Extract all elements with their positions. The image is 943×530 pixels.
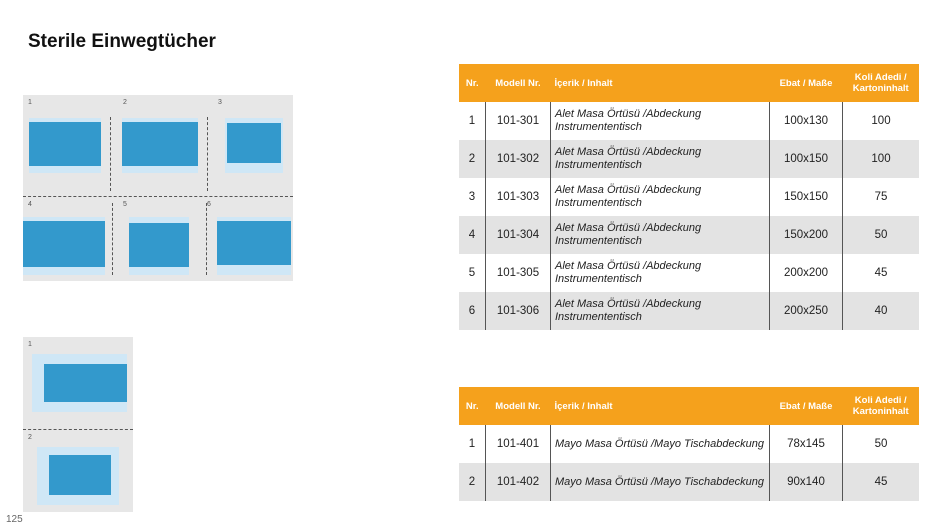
row-qty: 100 <box>842 140 919 178</box>
table-row: 1 101-401 Mayo Masa Örtüsü /Mayo Tischab… <box>459 425 919 463</box>
row-content: Alet Masa Örtüsü /Abdeckung Instrumenten… <box>550 102 770 140</box>
drape-illustration-3 <box>225 118 283 173</box>
panel-label-5: 5 <box>123 201 127 208</box>
row-qty: 50 <box>842 216 919 254</box>
row-size: 150x200 <box>769 216 843 254</box>
page-number: 125 <box>6 514 23 525</box>
row-nr: 6 <box>459 292 486 330</box>
row-size: 100x150 <box>769 140 843 178</box>
row-qty: 45 <box>842 254 919 292</box>
table-header-row: Nr. Modell Nr. İçerik / Inhalt Ebat / Ma… <box>459 64 919 102</box>
row-qty: 40 <box>842 292 919 330</box>
row-content: Alet Masa Örtüsü /Abdeckung Instrumenten… <box>550 178 770 216</box>
header-qty: Koli Adedi / Kartoninhalt <box>842 64 919 102</box>
row-content: Mayo Masa Örtüsü /Mayo Tischabdeckung <box>550 425 770 463</box>
row-qty: 100 <box>842 102 919 140</box>
divider <box>23 196 293 197</box>
drape-illustration-1 <box>29 118 101 173</box>
row-nr: 1 <box>459 425 486 463</box>
table-row: 5 101-305 Alet Masa Örtüsü /Abdeckung In… <box>459 254 919 292</box>
row-model: 101-301 <box>485 102 551 140</box>
panel-label-1: 1 <box>28 99 32 106</box>
row-qty: 50 <box>842 425 919 463</box>
drape-illustration-6 <box>217 217 291 275</box>
panel-label-2: 2 <box>28 434 32 441</box>
row-content: Alet Masa Örtüsü /Abdeckung Instrumenten… <box>550 216 770 254</box>
table-row: 3 101-303 Alet Masa Örtüsü /Abdeckung In… <box>459 178 919 216</box>
table-row: 4 101-304 Alet Masa Örtüsü /Abdeckung In… <box>459 216 919 254</box>
row-nr: 3 <box>459 178 486 216</box>
row-qty: 75 <box>842 178 919 216</box>
header-content: İçerik / Inhalt <box>550 64 770 102</box>
row-content: Alet Masa Örtüsü /Abdeckung Instrumenten… <box>550 140 770 178</box>
header-qty: Koli Adedi / Kartoninhalt <box>842 387 919 425</box>
row-nr: 4 <box>459 216 486 254</box>
divider <box>207 117 208 191</box>
product-table-instrument: Nr. Modell Nr. İçerik / Inhalt Ebat / Ma… <box>459 64 919 330</box>
row-model: 101-305 <box>485 254 551 292</box>
drape-illustration-mayo-1 <box>32 354 127 412</box>
table-row: 2 101-302 Alet Masa Örtüsü /Abdeckung In… <box>459 140 919 178</box>
header-size: Ebat / Maße <box>769 387 843 425</box>
header-content: İçerik / Inhalt <box>550 387 770 425</box>
panel-label-2: 2 <box>123 99 127 106</box>
row-qty: 45 <box>842 463 919 501</box>
row-size: 78x145 <box>769 425 843 463</box>
drape-illustration-mayo-2 <box>37 447 119 505</box>
product-table-mayo: Nr. Modell Nr. İçerik / Inhalt Ebat / Ma… <box>459 387 919 501</box>
row-nr: 5 <box>459 254 486 292</box>
divider <box>110 117 111 191</box>
row-model: 101-306 <box>485 292 551 330</box>
row-model: 101-402 <box>485 463 551 501</box>
row-size: 200x250 <box>769 292 843 330</box>
header-nr: Nr. <box>459 64 486 102</box>
illustration-panel-mayo: 1 2 <box>23 337 133 512</box>
row-content: Mayo Masa Örtüsü /Mayo Tischabdeckung <box>550 463 770 501</box>
row-model: 101-302 <box>485 140 551 178</box>
panel-label-6: 6 <box>207 201 211 208</box>
row-nr: 1 <box>459 102 486 140</box>
header-nr: Nr. <box>459 387 486 425</box>
divider <box>23 429 133 430</box>
row-content: Alet Masa Örtüsü /Abdeckung Instrumenten… <box>550 254 770 292</box>
drape-illustration-4 <box>23 217 105 275</box>
table-row: 2 101-402 Mayo Masa Örtüsü /Mayo Tischab… <box>459 463 919 501</box>
drape-illustration-2 <box>122 118 198 173</box>
illustration-panel-variants: 1 2 3 4 5 6 <box>23 95 293 281</box>
table-row: 6 101-306 Alet Masa Örtüsü /Abdeckung In… <box>459 292 919 330</box>
divider <box>112 203 113 275</box>
drape-illustration-5 <box>129 217 189 275</box>
row-size: 90x140 <box>769 463 843 501</box>
row-model: 101-304 <box>485 216 551 254</box>
row-model: 101-401 <box>485 425 551 463</box>
panel-label-4: 4 <box>28 201 32 208</box>
divider <box>206 203 207 275</box>
header-model: Modell Nr. <box>485 387 551 425</box>
row-size: 150x150 <box>769 178 843 216</box>
table-row: 1 101-301 Alet Masa Örtüsü /Abdeckung In… <box>459 102 919 140</box>
row-nr: 2 <box>459 140 486 178</box>
table-header-row: Nr. Modell Nr. İçerik / Inhalt Ebat / Ma… <box>459 387 919 425</box>
row-model: 101-303 <box>485 178 551 216</box>
header-size: Ebat / Maße <box>769 64 843 102</box>
row-content: Alet Masa Örtüsü /Abdeckung Instrumenten… <box>550 292 770 330</box>
row-size: 100x130 <box>769 102 843 140</box>
page-title: Sterile Einwegtücher <box>28 31 216 52</box>
header-model: Modell Nr. <box>485 64 551 102</box>
panel-label-1: 1 <box>28 341 32 348</box>
row-size: 200x200 <box>769 254 843 292</box>
panel-label-3: 3 <box>218 99 222 106</box>
row-nr: 2 <box>459 463 486 501</box>
